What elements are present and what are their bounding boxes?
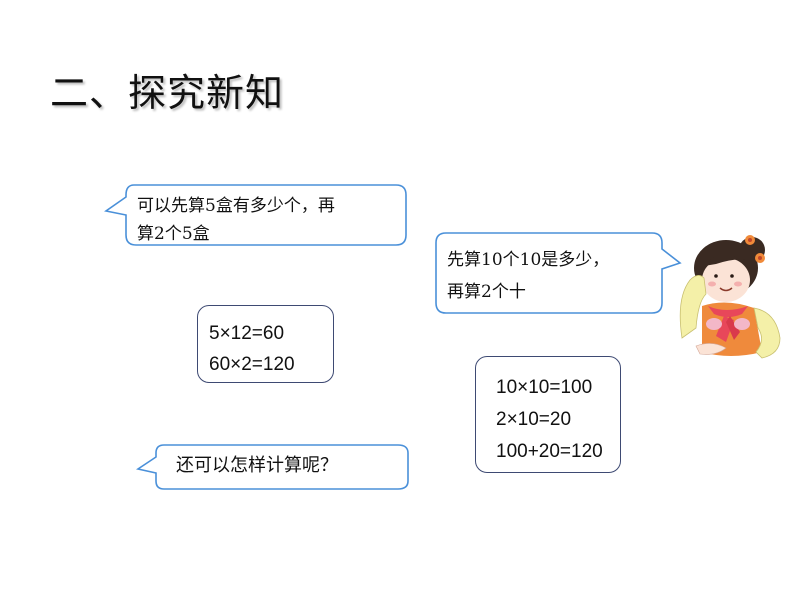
speech-bubble-right xyxy=(435,232,682,314)
speech-bubble-bottom-left xyxy=(135,444,409,490)
equation-box-method-a: 5×12=60 60×2=120 xyxy=(197,305,334,383)
speech-bubble-top-left xyxy=(104,184,407,246)
equation-box-method-b: 10×10=100 2×10=20 100+20=120 xyxy=(475,356,621,473)
equation-line: 10×10=100 xyxy=(496,377,593,398)
slide-title: 二、探究新知 xyxy=(50,71,285,115)
bubble-line: 再算2个十 xyxy=(447,282,526,302)
bubble-line: 可以先算5盒有多少个，再 xyxy=(137,196,335,216)
equation-line: 100+20=120 xyxy=(496,441,603,462)
speech-bubble-top-left-text: 可以先算5盒有多少个，再 算2个5盒 xyxy=(137,192,335,248)
bubble-line: 还可以怎样计算呢？ xyxy=(176,455,338,476)
speech-bubble-right-text: 先算10个10是多少， 再算2个十 xyxy=(447,244,609,308)
equation-line: 5×12=60 xyxy=(209,323,285,344)
equation-line: 2×10=20 xyxy=(496,409,572,430)
bubble-line: 算2个5盒 xyxy=(137,224,210,244)
girl-character-icon xyxy=(679,235,781,359)
equation-line: 60×2=120 xyxy=(209,354,295,375)
bubble-line: 先算10个10是多少， xyxy=(447,250,610,270)
speech-bubble-bottom-left-text: 还可以怎样计算呢？ xyxy=(176,452,338,480)
